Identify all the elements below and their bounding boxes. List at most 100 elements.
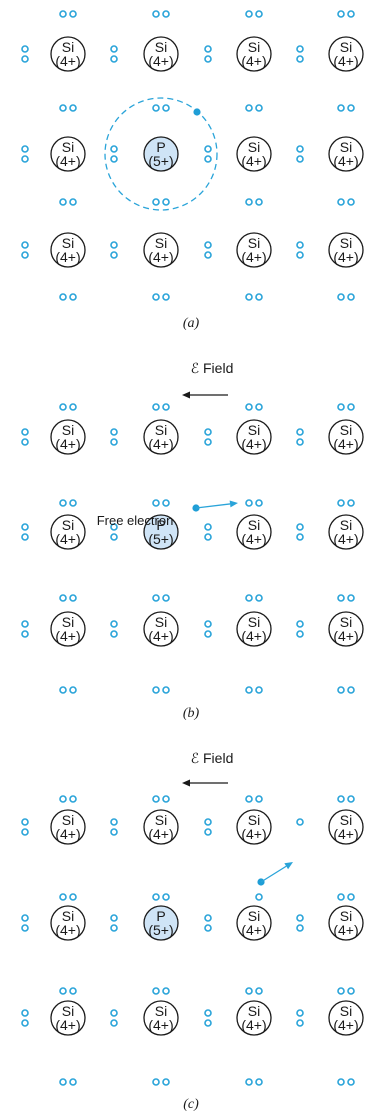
panel-a: Si(4+)Si(4+)Si(4+)Si(4+)Si(4+)P(5+)Si(4+… <box>21 10 364 331</box>
valence-electron <box>337 104 345 112</box>
valence-electron <box>296 438 304 446</box>
atom-charge: (4+) <box>148 53 173 69</box>
silicon-atom: Si(4+) <box>236 809 272 845</box>
electron-motion-arrow <box>260 862 293 883</box>
atom-charge: (4+) <box>241 436 266 452</box>
atom-core <box>328 611 364 647</box>
atom-symbol: Si <box>62 908 74 924</box>
atom-core <box>143 514 179 550</box>
atom-symbol: Si <box>248 39 260 55</box>
valence-electron <box>296 1009 304 1017</box>
atom-core <box>328 136 364 172</box>
atom-charge: (4+) <box>241 1017 266 1033</box>
valence-electron <box>152 198 160 206</box>
valence-electron <box>245 987 253 995</box>
valence-electron <box>69 403 77 411</box>
atom-charge: (4+) <box>241 531 266 547</box>
silicon-atom: Si(4+) <box>143 419 179 455</box>
silicon-atom: Si(4+) <box>50 36 86 72</box>
valence-electron <box>21 155 29 163</box>
valence-electron <box>296 1019 304 1027</box>
valence-electron <box>245 686 253 694</box>
valence-electron <box>21 241 29 249</box>
atom-symbol: Si <box>155 235 167 251</box>
valence-electron <box>110 630 118 638</box>
valence-electron <box>255 594 263 602</box>
atom-charge: (4+) <box>55 249 80 265</box>
atom-core <box>236 419 272 455</box>
atom-core <box>328 419 364 455</box>
valence-electron <box>204 914 212 922</box>
valence-electron <box>245 795 253 803</box>
atom-symbol: P <box>156 517 165 533</box>
silicon-atom: Si(4+) <box>236 136 272 172</box>
valence-electron <box>21 523 29 531</box>
silicon-atom: Si(4+) <box>328 136 364 172</box>
atom-symbol: P <box>156 139 165 155</box>
valence-electron <box>21 251 29 259</box>
atom-charge: (4+) <box>148 249 173 265</box>
atom-charge: (4+) <box>55 826 80 842</box>
valence-electron <box>347 1078 355 1086</box>
valence-electron <box>347 104 355 112</box>
atom-core <box>328 1000 364 1036</box>
silicon-atom: Si(4+) <box>50 232 86 268</box>
atom-symbol: Si <box>340 422 352 438</box>
valence-electron <box>69 987 77 995</box>
atom-core <box>236 905 272 941</box>
atom-symbol: Si <box>155 422 167 438</box>
atom-symbol: Si <box>340 235 352 251</box>
valence-electron <box>110 155 118 163</box>
valence-electron <box>21 828 29 836</box>
atom-charge: (4+) <box>241 249 266 265</box>
valence-electron <box>59 104 67 112</box>
valence-electron <box>337 198 345 206</box>
valence-electron <box>152 403 160 411</box>
atom-charge: (4+) <box>241 826 266 842</box>
silicon-atom: Si(4+) <box>328 232 364 268</box>
valence-electron <box>204 145 212 153</box>
valence-electron <box>110 818 118 826</box>
valence-electron <box>204 438 212 446</box>
valence-electron <box>162 893 170 901</box>
atom-charge: (5+) <box>148 153 173 169</box>
atom-charge: (5+) <box>148 531 173 547</box>
valence-electron <box>21 924 29 932</box>
atom-symbol: Si <box>340 1003 352 1019</box>
valence-electron <box>347 198 355 206</box>
atom-charge: (4+) <box>55 531 80 547</box>
atom-charge: (4+) <box>148 436 173 452</box>
atom-core <box>50 809 86 845</box>
valence-electron <box>110 828 118 836</box>
valence-electron <box>69 1078 77 1086</box>
valence-electron <box>337 594 345 602</box>
valence-electron <box>59 795 67 803</box>
atom-symbol: Si <box>62 235 74 251</box>
atom-core <box>236 611 272 647</box>
atom-charge: (4+) <box>241 153 266 169</box>
valence-electron <box>347 893 355 901</box>
valence-electron <box>296 914 304 922</box>
valence-electron <box>204 45 212 53</box>
valence-electron <box>245 499 253 507</box>
atom-charge: (5+) <box>148 922 173 938</box>
valence-electron <box>152 499 160 507</box>
atom-charge: (4+) <box>148 628 173 644</box>
valence-electron <box>337 10 345 18</box>
valence-electron <box>245 293 253 301</box>
valence-electron <box>152 594 160 602</box>
valence-electron <box>110 620 118 628</box>
atom-charge: (4+) <box>333 53 358 69</box>
valence-electron <box>255 795 263 803</box>
silicon-atom: Si(4+) <box>328 905 364 941</box>
silicon-atom: Si(4+) <box>50 136 86 172</box>
atom-core <box>50 1000 86 1036</box>
atom-charge: (4+) <box>148 1017 173 1033</box>
valence-electron <box>296 630 304 638</box>
valence-electron <box>204 630 212 638</box>
valence-electron <box>69 10 77 18</box>
panel-caption: (b) <box>183 706 200 721</box>
valence-electron <box>296 45 304 53</box>
atom-core <box>328 905 364 941</box>
valence-electron <box>255 198 263 206</box>
